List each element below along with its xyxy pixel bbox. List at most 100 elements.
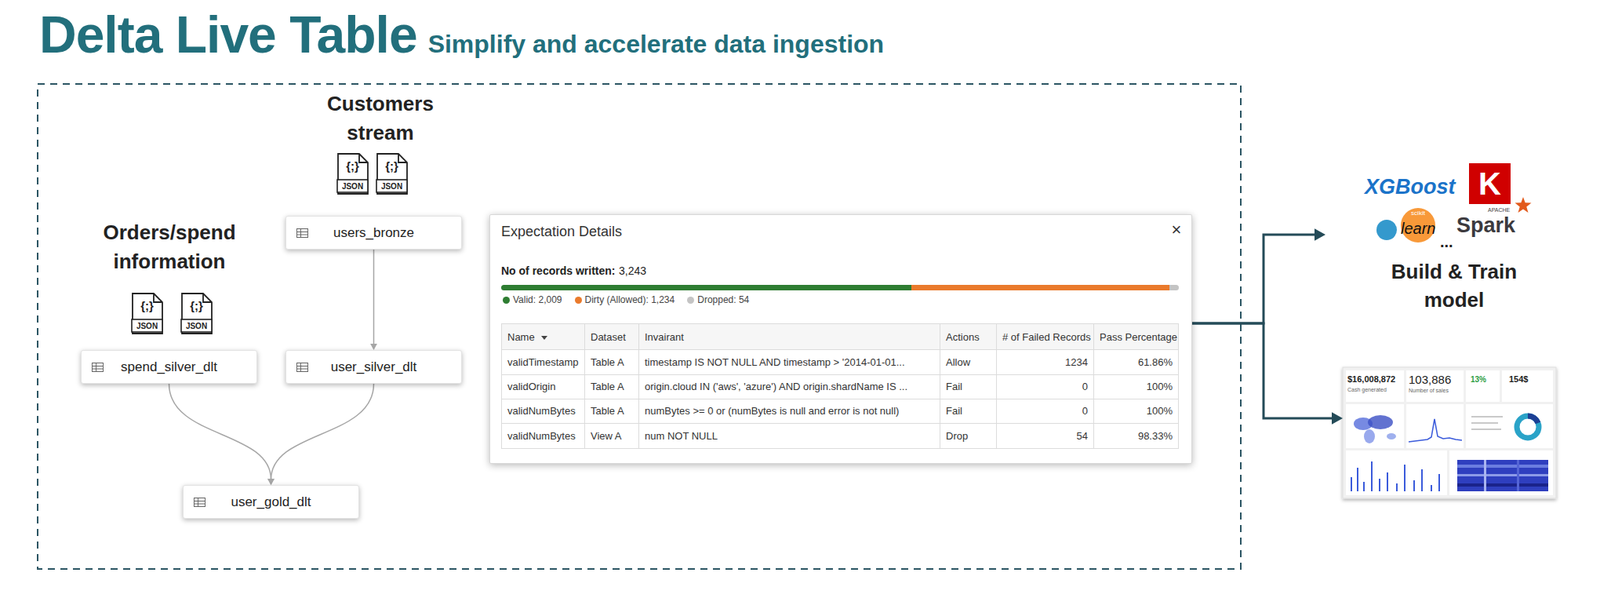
source-heading: Customers stream: [313, 89, 448, 148]
arrowhead: [1314, 228, 1326, 240]
heatmap: [1483, 459, 1487, 491]
table-cell: 0: [996, 399, 1095, 424]
table-cell: Drop: [940, 423, 997, 449]
bar: [1413, 480, 1415, 491]
table-header: Dataset: [585, 323, 640, 350]
arrowhead: [1331, 411, 1343, 424]
file-fold: [359, 153, 368, 163]
table-cell: validNumBytes: [501, 423, 586, 449]
connector-line: [169, 383, 272, 480]
table-cell: Fail: [940, 374, 997, 400]
close-button: ×: [1167, 219, 1186, 240]
bar: [1421, 469, 1423, 491]
file-fold: [153, 293, 163, 302]
placeholder-line: [1471, 415, 1503, 418]
json-icon: [131, 293, 163, 334]
table-cell: num NOT NULL: [639, 423, 941, 449]
tile: [1345, 370, 1404, 402]
table-cell: 61.86%: [1094, 349, 1179, 375]
json-icon-symbol: {;}: [180, 298, 213, 313]
source-heading: Orders/spend information: [83, 218, 256, 277]
arrowhead: [370, 343, 378, 350]
table-cell: numBytes >= 0 or (numBytes is null and e…: [639, 399, 941, 424]
table-name: user_silver_dlt: [330, 359, 418, 375]
logo-text: Spark: [1456, 212, 1516, 238]
title-text: Delta Live Table: [39, 4, 418, 65]
legend-text: Dropped: 54: [697, 294, 750, 306]
arrowhead: [267, 478, 275, 485]
tile: [1345, 450, 1448, 495]
panel-title: Expectation Details: [501, 223, 622, 240]
tile: [1345, 403, 1404, 448]
keras-logo: [1469, 163, 1511, 204]
table-cell: validNumBytes: [501, 399, 586, 424]
table-cell: validTimestamp: [501, 349, 586, 375]
dashboard-thumbnail: [1342, 367, 1557, 499]
dashboard-card: [1342, 367, 1557, 499]
kpi-text: Number of sales: [1408, 387, 1449, 393]
placeholder-line: [1471, 428, 1502, 430]
tile: [1406, 370, 1464, 402]
legend-swatch: [687, 296, 695, 304]
table-cell: origin.cloud IN ('aws', 'azure') AND ori…: [639, 374, 941, 400]
table-cell: timestamp IS NOT NULL AND timestamp > '2…: [639, 349, 941, 375]
table-cell: View A: [585, 423, 640, 449]
bar: [1350, 476, 1353, 491]
heatmap: [1457, 473, 1549, 477]
bar: [1403, 464, 1406, 491]
json-icon-label: JSON: [375, 181, 408, 192]
json-icon-symbol: {;}: [336, 159, 369, 174]
spark-logo: [1515, 196, 1532, 213]
table-cell: 100%: [1094, 399, 1179, 424]
logo-text: XGBoost: [1364, 174, 1456, 200]
tile: [1406, 403, 1464, 448]
line-chart: [1408, 418, 1462, 442]
heatmap: [1457, 483, 1549, 487]
file-band: [181, 319, 212, 332]
file-band: [131, 319, 163, 332]
json-icon-label: JSON: [130, 321, 164, 331]
heatmap: [1516, 459, 1520, 491]
kpi-text: 13%: [1470, 374, 1487, 384]
connector: [370, 249, 378, 350]
ellipsis: ...: [1440, 232, 1454, 251]
table-node: users_bronze: [285, 215, 462, 250]
placeholder-line: [1471, 421, 1499, 424]
dashboard-node: $16,008,872Cash generated103,886Number o…: [1342, 367, 1557, 499]
json-icon: [181, 293, 212, 334]
table-node: user_gold_dlt: [182, 484, 360, 519]
table-header: Name: [501, 323, 586, 350]
connector-line: [271, 383, 375, 480]
logo-text: K: [1469, 166, 1511, 201]
table-cell: 0: [996, 374, 1095, 400]
legend-text: Valid: 2,009: [512, 294, 563, 306]
table-cell: Table A: [585, 349, 640, 375]
bar: [1370, 461, 1373, 491]
arrowhead: [267, 478, 275, 485]
tile: [1465, 403, 1553, 448]
table-node: spend_silver_dlt: [80, 349, 258, 384]
donut-chart: [1516, 415, 1539, 438]
donut-chart: [1527, 415, 1539, 423]
json-icon: [376, 153, 408, 194]
map-blob: [1363, 429, 1375, 444]
target-caption: Build & Train model: [1375, 257, 1533, 314]
table-cell: 98.33%: [1094, 423, 1179, 449]
bar: [1378, 478, 1381, 491]
progress-segment: [1169, 284, 1179, 291]
json-icon: [337, 153, 368, 194]
table-cell: 100%: [1094, 374, 1179, 400]
bar: [1363, 481, 1365, 491]
file-band: [337, 179, 368, 193]
legend-swatch: [574, 296, 582, 304]
pipeline-boundary: [37, 83, 1241, 569]
table-cell: Allow: [940, 349, 997, 375]
tile: [1465, 370, 1500, 402]
heatmap: [1457, 464, 1549, 468]
tile: [1501, 370, 1553, 402]
table-header: Pass Percentage: [1094, 323, 1179, 350]
connector: [1192, 323, 1343, 425]
file-band: [376, 179, 408, 193]
map-blob: [1386, 432, 1397, 440]
kpi-text: 154$: [1509, 374, 1528, 384]
